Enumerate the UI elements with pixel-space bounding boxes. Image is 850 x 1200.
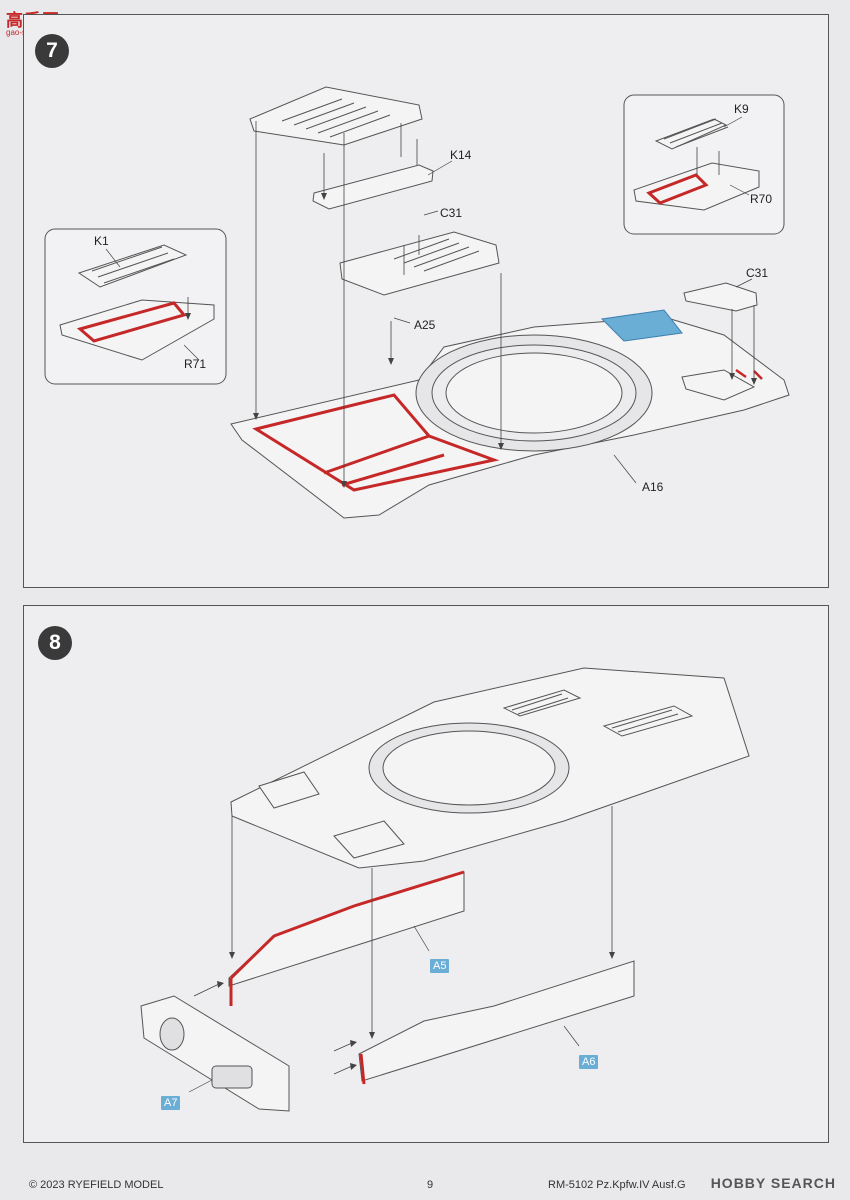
rear-plate-a7	[140, 995, 290, 1112]
hobby-search-watermark: HOBBY SEARCH	[710, 1175, 836, 1191]
tag-a6: A6	[579, 1055, 599, 1069]
red-edge-a5	[229, 870, 465, 980]
label-k14: K14	[450, 148, 472, 162]
step-8-panel: 8	[23, 605, 829, 1143]
red-frame-r71	[76, 301, 187, 343]
step-8-diagram	[140, 667, 750, 1112]
footer-page-number: 9	[427, 1179, 434, 1191]
plate-r70	[633, 162, 760, 211]
hatch-c31	[683, 282, 758, 312]
red-frame-r70	[646, 173, 709, 205]
label-r70: R70	[750, 192, 772, 206]
label-k9: K9	[734, 102, 749, 116]
side-plate-a5	[228, 871, 465, 987]
footer-copyright: © 2023 RYEFIELD MODEL	[29, 1179, 164, 1191]
step-8-number: 8	[38, 626, 72, 660]
red-frame-hull	[252, 393, 500, 492]
red-edge-a6	[359, 1053, 366, 1085]
label-c31-right: C31	[746, 266, 768, 280]
grille-plate-c31	[339, 231, 500, 296]
label-a16: A16	[642, 480, 664, 494]
step-7-number: 7	[35, 34, 69, 68]
k9-inset-box	[623, 94, 785, 235]
label-a25: A25	[414, 318, 436, 332]
step-7-diagram: K1 R71 K14 C31 A25 K9 R70 C31 A16	[44, 86, 790, 519]
label-r71: R71	[184, 357, 206, 371]
footer-product: RM-5102 Pz.Kpfw.IV Ausf.G	[548, 1179, 686, 1191]
plate-k14	[312, 164, 434, 210]
label-k1: K1	[94, 234, 109, 248]
tag-a7: A7	[161, 1096, 181, 1110]
label-c31-top: C31	[440, 206, 462, 220]
blue-part-plate	[600, 309, 683, 342]
side-plate-a6	[358, 960, 635, 1082]
tag-a5: A5	[430, 959, 450, 973]
grille-plate-top	[249, 86, 423, 146]
step-7-panel: 7	[23, 14, 829, 588]
hatch-opening	[681, 369, 756, 401]
